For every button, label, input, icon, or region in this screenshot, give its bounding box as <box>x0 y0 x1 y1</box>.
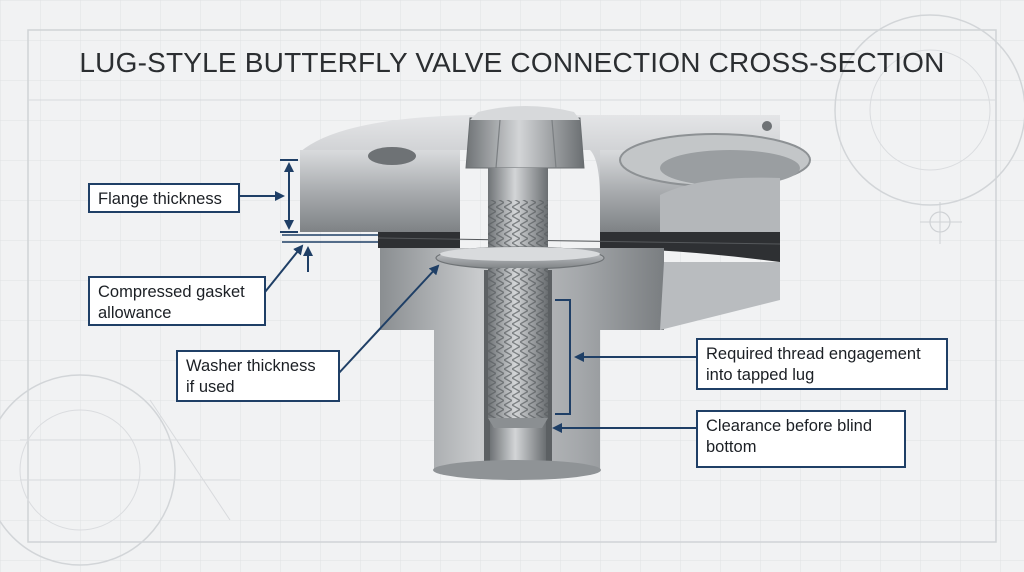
flange-ring-lower <box>660 177 780 232</box>
gasket-edge-line <box>377 237 781 245</box>
flange-small-hole <box>762 121 772 131</box>
gasket-left <box>378 232 460 248</box>
bolt-hex-edge-left <box>495 119 501 169</box>
callout-flange-thickness-text: Flange thickness <box>98 190 222 208</box>
callout-washer-thickness-text: Washer thickness if used <box>186 357 316 396</box>
bolt-shank-upper-threads <box>488 200 548 252</box>
callout-clearance-text: Clearance before blind bottom <box>706 417 873 456</box>
bolt-hex-head <box>465 117 585 169</box>
faint-circle-right <box>834 14 1024 206</box>
flange-ring-raised-inner <box>660 150 800 186</box>
callout-thread-engagement-text: Required thread engagement into tapped l… <box>706 345 921 384</box>
callout-thread-engagement: Required thread engagement into tapped l… <box>696 338 948 390</box>
bolt-shank-lower-threads <box>488 268 548 418</box>
callout-compressed-gasket: Compressed gasket allowance <box>88 276 266 326</box>
faint-circle-left <box>0 374 176 566</box>
lug-blind-bottom <box>490 420 546 470</box>
dim-thread-engagement-bracket <box>555 299 571 415</box>
lug-bottom-ellipse <box>433 460 601 480</box>
lug-right-body <box>600 262 780 330</box>
leader-washer-thickness <box>337 264 440 375</box>
blueprint-frame <box>27 29 997 543</box>
bolt-hex-edge-right <box>551 119 557 169</box>
flange-body-front <box>300 150 460 232</box>
faint-circle-right-2 <box>869 49 991 171</box>
faint-circle-left-2 <box>19 409 141 531</box>
callout-clearance: Clearance before blind bottom <box>696 410 906 468</box>
callout-flange-thickness: Flange thickness <box>88 183 240 213</box>
bolt-hex-top <box>470 106 580 120</box>
bolt-shank-collar <box>488 168 548 200</box>
diagram-title: LUG-STYLE BUTTERFLY VALVE CONNECTION CRO… <box>79 47 945 78</box>
washer-top <box>440 247 600 261</box>
flange-bore-hole <box>368 147 416 165</box>
leader-gasket-allowance <box>264 244 304 293</box>
faint-sketch-left <box>20 399 240 521</box>
gasket-right <box>600 232 780 262</box>
callout-compressed-gasket-text: Compressed gasket allowance <box>98 283 245 322</box>
bolt-tip <box>488 418 548 428</box>
callout-washer-thickness: Washer thickness if used <box>176 350 340 402</box>
